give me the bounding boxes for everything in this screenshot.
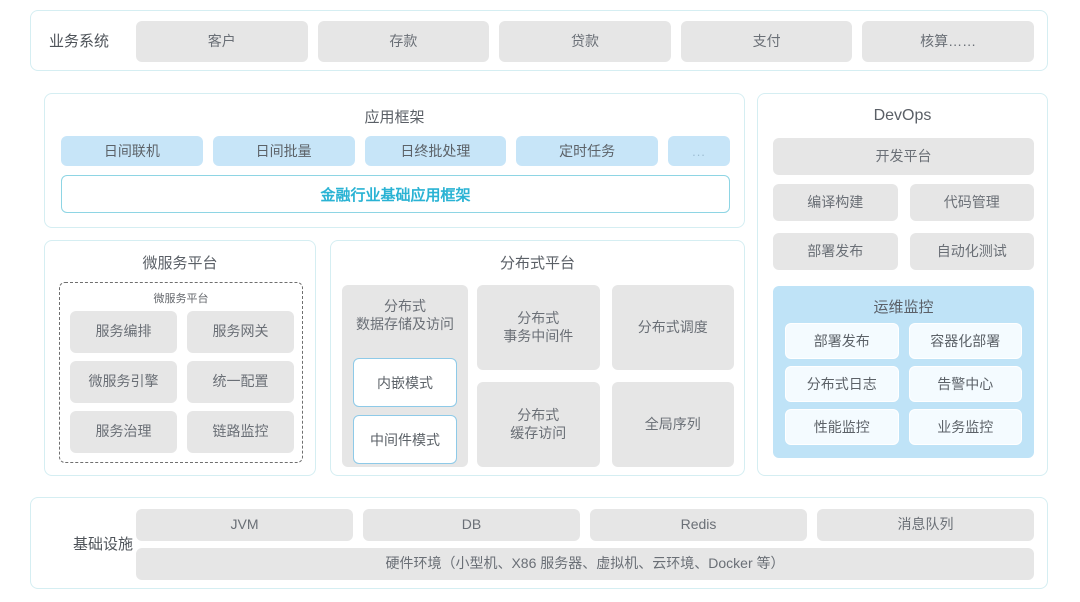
distributed-data-storage-card[interactable]: 分布式 数据存储及访问 内嵌模式 中间件模式: [342, 285, 468, 467]
devops-chip-automated-test[interactable]: 自动化测试: [909, 233, 1034, 270]
ops-monitoring-panel: 运维监控 部署发布 容器化部署 分布式日志 告警中心 性能监控 业务监控: [773, 286, 1034, 458]
business-system-row: 业务系统 客户 存款 贷款 支付 核算……: [30, 10, 1048, 71]
infra-chip-message-queue[interactable]: 消息队列: [817, 509, 1034, 541]
ops-chip-alert-center[interactable]: 告警中心: [908, 366, 1022, 402]
application-framework-panel: 应用框架 日间联机 日间批量 日终批处理 定时任务 ... 金融行业基础应用框架: [44, 93, 745, 228]
microservice-platform-title: 微服务平台: [142, 255, 218, 272]
infrastructure-chips: JVM DB Redis 消息队列: [136, 509, 1034, 541]
ops-chip-business-monitoring[interactable]: 业务监控: [908, 409, 1022, 445]
application-framework-chips: 日间联机 日间批量 日终批处理 定时任务 ...: [61, 136, 730, 166]
dist-chip-transaction-middleware-line1: 分布式: [517, 310, 560, 326]
distributed-data-storage-title: 分布式 数据存储及访问: [342, 297, 468, 333]
business-chip-loan[interactable]: 贷款: [499, 21, 671, 62]
micro-chip-service-gateway[interactable]: 服务网关: [187, 311, 294, 353]
distributed-data-storage-title-line2: 数据存储及访问: [356, 316, 454, 333]
ops-chip-distributed-log[interactable]: 分布式日志: [785, 366, 899, 402]
business-system-chips: 客户 存款 贷款 支付 核算……: [136, 21, 1034, 62]
ops-monitoring-grid: 部署发布 容器化部署 分布式日志 告警中心 性能监控 业务监控: [785, 323, 1022, 445]
dist-chip-global-sequence[interactable]: 全局序列: [611, 382, 734, 467]
business-chip-accounting[interactable]: 核算……: [862, 21, 1034, 62]
distributed-data-storage-title-line1: 分布式: [384, 298, 426, 314]
devops-panel: DevOps 开发平台 编译构建 代码管理 部署发布 自动化测试 运维监控 部署…: [757, 93, 1048, 476]
business-chip-deposit[interactable]: 存款: [317, 21, 490, 62]
finance-base-framework-banner: 金融行业基础应用框架: [61, 175, 730, 213]
microservice-platform-panel: 微服务平台 微服务平台 服务编排 服务网关 微服务引擎 统一配置 服务治理 链路…: [44, 240, 316, 476]
micro-chip-unified-config[interactable]: 统一配置: [187, 361, 294, 403]
micro-chip-service-orchestration[interactable]: 服务编排: [70, 311, 177, 353]
business-system-label: 业务系统: [49, 33, 110, 50]
ops-chip-deploy-release[interactable]: 部署发布: [785, 323, 899, 359]
dist-chip-transaction-middleware-line2: 事务中间件: [503, 327, 574, 344]
distributed-platform-title: 分布式平台: [499, 255, 575, 272]
appframe-chip-more[interactable]: ...: [668, 136, 730, 166]
business-chip-payment[interactable]: 支付: [680, 21, 853, 62]
distributed-item-grid: 分布式 事务中间件 分布式调度 分布式 缓存访问 全局序列: [477, 285, 734, 467]
dist-chip-cache-access[interactable]: 分布式 缓存访问: [477, 382, 600, 467]
devops-chip-compile-build[interactable]: 编译构建: [773, 184, 898, 221]
devops-title: DevOps: [873, 107, 932, 124]
infrastructure-label: 基础设施: [73, 535, 134, 553]
devops-chip-deploy-release[interactable]: 部署发布: [773, 233, 898, 270]
business-chip-customer[interactable]: 客户: [136, 21, 308, 62]
appframe-chip-scheduled-task[interactable]: 定时任务: [516, 136, 658, 166]
micro-chip-service-governance[interactable]: 服务治理: [70, 411, 177, 453]
infra-chip-db[interactable]: DB: [363, 509, 580, 541]
dist-chip-distributed-scheduling[interactable]: 分布式调度: [611, 285, 734, 370]
devops-chip-code-management[interactable]: 代码管理: [909, 184, 1034, 221]
infra-chip-redis[interactable]: Redis: [590, 509, 807, 541]
dist-chip-transaction-middleware[interactable]: 分布式 事务中间件: [477, 285, 600, 370]
dist-chip-cache-access-line2: 缓存访问: [510, 424, 567, 441]
ops-chip-container-deploy[interactable]: 容器化部署: [908, 323, 1022, 359]
dist-chip-embedded-mode[interactable]: 内嵌模式: [353, 358, 457, 407]
distributed-platform-panel: 分布式平台 分布式 数据存储及访问 内嵌模式 中间件模式 分布式 事务中间件 分…: [330, 240, 745, 476]
micro-chip-microservice-engine[interactable]: 微服务引擎: [70, 361, 177, 403]
micro-chip-trace-monitoring[interactable]: 链路监控: [187, 411, 294, 453]
infra-chip-jvm[interactable]: JVM: [136, 509, 353, 541]
devops-chip-dev-platform[interactable]: 开发平台: [773, 138, 1034, 175]
dist-chip-middleware-mode[interactable]: 中间件模式: [353, 415, 457, 464]
devops-item-grid: 编译构建 代码管理 部署发布 自动化测试: [773, 184, 1034, 270]
microservice-inner-title: 微服务平台: [153, 293, 209, 305]
appframe-chip-eod-batch[interactable]: 日终批处理: [364, 136, 507, 166]
appframe-chip-daytime-online[interactable]: 日间联机: [61, 136, 203, 166]
infrastructure-row: 基础设施 JVM DB Redis 消息队列 硬件环境（小型机、X86 服务器、…: [30, 497, 1048, 589]
infrastructure-hardware-row: 硬件环境（小型机、X86 服务器、虚拟机、云环境、Docker 等）: [136, 548, 1034, 580]
infra-chip-hardware-environment[interactable]: 硬件环境（小型机、X86 服务器、虚拟机、云环境、Docker 等）: [136, 548, 1034, 580]
application-framework-title: 应用框架: [364, 109, 425, 126]
ops-chip-performance-monitoring[interactable]: 性能监控: [785, 409, 899, 445]
microservice-item-grid: 服务编排 服务网关 微服务引擎 统一配置 服务治理 链路监控: [70, 311, 294, 453]
ops-monitoring-title: 运维监控: [873, 299, 934, 316]
microservice-dashed-group: 微服务平台 服务编排 服务网关 微服务引擎 统一配置 服务治理 链路监控: [59, 282, 303, 463]
appframe-chip-daytime-batch[interactable]: 日间批量: [212, 136, 355, 166]
dist-chip-cache-access-line1: 分布式: [517, 407, 560, 423]
